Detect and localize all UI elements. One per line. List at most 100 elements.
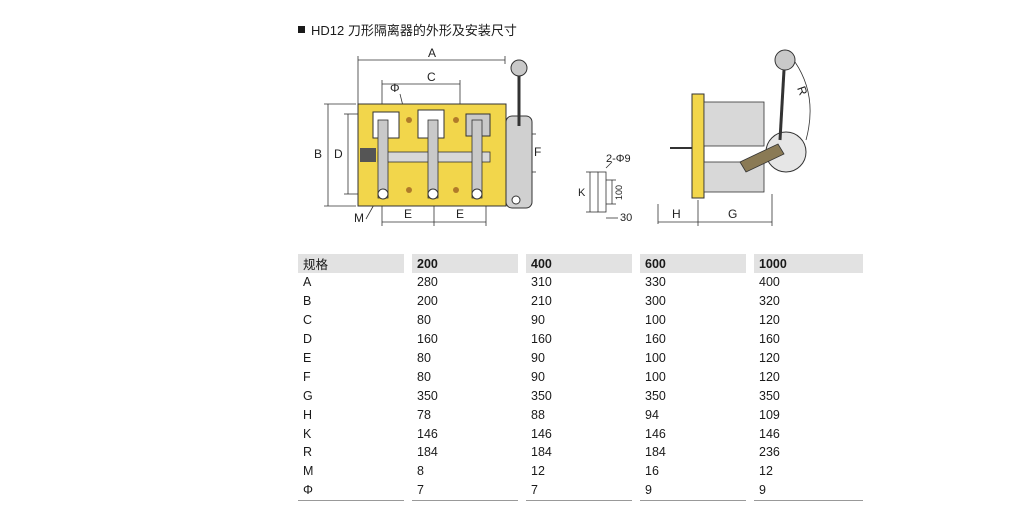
table-row: H 78 88 94 109 xyxy=(298,405,863,425)
table-cell: 330 xyxy=(632,273,750,292)
header-cell: 400 xyxy=(518,254,636,273)
table-cell: 120 xyxy=(746,310,863,330)
dim-label-100: 100 xyxy=(614,185,624,200)
table-cell: 9 xyxy=(632,480,750,501)
table-cell: 184 xyxy=(632,443,750,462)
dim-label-phi: Φ xyxy=(390,81,400,95)
table-cell: 184 xyxy=(404,443,522,462)
table-cell: F xyxy=(303,369,311,384)
table-cell: 90 xyxy=(518,348,636,368)
table-cell: 8 xyxy=(404,461,522,481)
square-bullet-icon xyxy=(298,26,305,33)
table-cell: K xyxy=(303,426,312,441)
table-cell: 80 xyxy=(404,367,522,387)
table-row: D 160 160 160 160 xyxy=(298,329,863,349)
table-cell: H xyxy=(303,407,313,422)
front-view-body xyxy=(357,59,533,209)
table-cell: 160 xyxy=(632,329,750,349)
dim-label-e2: E xyxy=(456,207,464,221)
dim-label-2phi9: 2-Φ9 xyxy=(606,153,631,165)
table-cell: 12 xyxy=(518,461,636,481)
dim-label-m: M xyxy=(354,211,364,225)
table-cell: 350 xyxy=(632,386,750,406)
table-cell: 90 xyxy=(518,310,636,330)
table-cell: 7 xyxy=(518,480,636,501)
hole-detail-labels: 2-Φ9 K 100 30 xyxy=(578,153,632,224)
heading-text: HD12 刀形隔离器的外形及安装尺寸 xyxy=(311,23,517,38)
table-row: A 280 310 330 400 xyxy=(298,273,863,292)
table-cell: 80 xyxy=(404,348,522,368)
table-row: M 8 12 16 12 xyxy=(298,461,863,481)
table-cell: 350 xyxy=(404,386,522,406)
table-cell: 310 xyxy=(518,273,636,292)
header-cell: 200 xyxy=(404,254,522,273)
table-cell: 120 xyxy=(746,367,863,387)
section-heading: HD12 刀形隔离器的外形及安装尺寸 xyxy=(298,20,517,39)
table-cell: G xyxy=(303,388,313,403)
table-cell: 350 xyxy=(746,386,863,406)
table-cell: 210 xyxy=(518,291,636,311)
table-cell: 400 xyxy=(746,273,863,292)
table-cell: 200 xyxy=(404,291,522,311)
header-cell: 600 xyxy=(632,254,750,273)
hole-detail-view xyxy=(586,161,618,219)
dim-label-30: 30 xyxy=(620,212,632,224)
table-cell: 160 xyxy=(746,329,863,349)
table-cell: 12 xyxy=(746,461,863,481)
table-cell: 146 xyxy=(404,424,522,444)
table-header-row: 规格 200 400 600 1000 xyxy=(298,254,863,273)
table-row: C 80 90 100 120 xyxy=(298,310,863,330)
table-cell: D xyxy=(303,332,313,347)
table-cell: E xyxy=(303,351,312,365)
table-cell: 16 xyxy=(632,461,750,481)
table-cell: 100 xyxy=(632,348,750,368)
table-cell: 100 xyxy=(632,367,750,387)
table-cell: 100 xyxy=(632,310,750,330)
table-cell: Φ xyxy=(298,480,408,501)
table-row: B 200 210 300 320 xyxy=(298,291,863,311)
table-cell: 320 xyxy=(746,291,863,311)
dim-label-c: C xyxy=(427,70,436,84)
dim-label-b: B xyxy=(314,147,322,161)
front-view-labels: A C Φ B D F M E E xyxy=(314,46,541,225)
side-view xyxy=(657,49,811,226)
table-cell: 280 xyxy=(404,273,522,292)
dim-label-g: G xyxy=(728,207,737,221)
table-row: F 80 90 100 120 xyxy=(298,367,863,387)
dim-label-f: F xyxy=(534,145,541,159)
table-cell: 90 xyxy=(518,367,636,387)
table-cell: 109 xyxy=(746,405,863,425)
table-cell: R xyxy=(303,445,313,460)
dim-label-k: K xyxy=(578,187,586,199)
spec-table: 规格 200 400 600 1000 A 280 310 330 400 B … xyxy=(298,254,863,501)
table-row: G 350 350 350 350 xyxy=(298,386,863,406)
table-cell: C xyxy=(303,313,313,328)
table-cell: M xyxy=(303,464,314,479)
table-cell: 120 xyxy=(746,348,863,368)
table-cell: 78 xyxy=(404,405,522,425)
dim-label-a: A xyxy=(428,46,436,60)
table-cell: 184 xyxy=(518,443,636,462)
table-cell: B xyxy=(303,294,312,309)
table-row: Φ 7 7 9 9 xyxy=(298,480,863,501)
table-cell: 94 xyxy=(632,405,750,425)
table-cell: 88 xyxy=(518,405,636,425)
table-cell: 160 xyxy=(404,329,522,349)
table-cell: 160 xyxy=(518,329,636,349)
table-cell: 7 xyxy=(404,480,522,501)
table-cell: 350 xyxy=(518,386,636,406)
dim-label-d: D xyxy=(334,147,343,161)
table-cell: 146 xyxy=(518,424,636,444)
table-cell: 9 xyxy=(746,480,863,501)
table-cell: A xyxy=(303,275,312,290)
dim-label-h: H xyxy=(672,207,681,221)
dimension-drawing: A C Φ B D F M E E 2-Φ9 K 100 30 xyxy=(314,46,811,226)
table-cell: 146 xyxy=(746,424,863,444)
table-row: E 80 90 100 120 xyxy=(298,348,863,368)
table-row: K 146 146 146 146 xyxy=(298,424,863,444)
table-cell: 300 xyxy=(632,291,750,311)
dim-label-e1: E xyxy=(404,207,412,221)
table-row: R 184 184 184 236 xyxy=(298,443,863,462)
header-cell: 规格 xyxy=(298,254,408,273)
dim-label-r: R xyxy=(794,84,810,97)
